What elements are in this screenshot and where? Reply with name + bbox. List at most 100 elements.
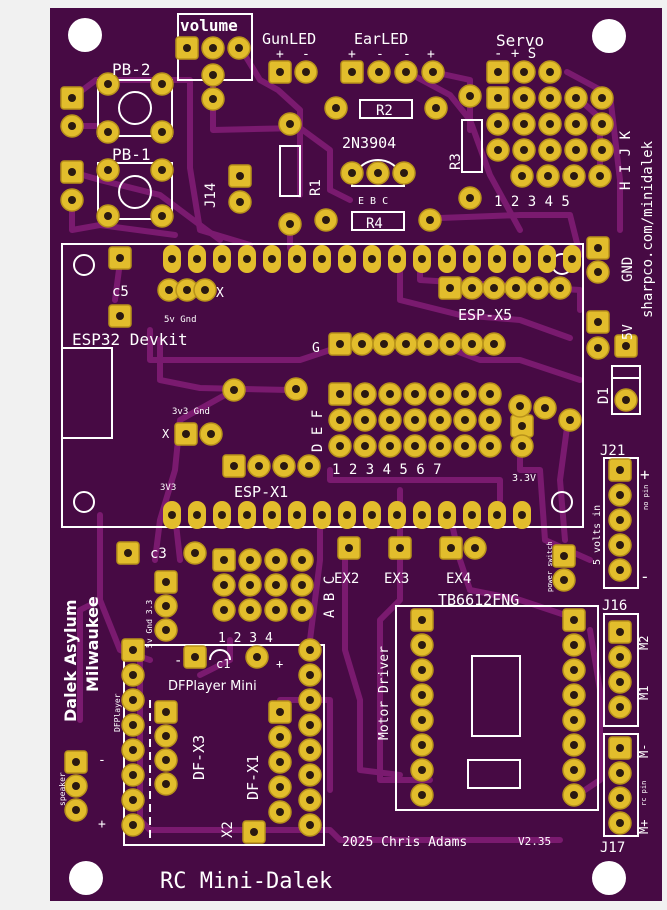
pad-hole — [158, 212, 166, 220]
def-header-pad — [328, 434, 352, 458]
via — [533, 396, 557, 420]
label-no-pin: no pin — [642, 485, 650, 510]
pad-hole — [443, 511, 451, 519]
volume-pad — [227, 36, 251, 60]
j16-pad — [608, 670, 632, 694]
pad-hole — [493, 255, 501, 263]
pad-hole — [68, 168, 76, 176]
via — [222, 378, 246, 402]
g-header-pad — [438, 332, 462, 356]
label-c1: c1 — [216, 657, 230, 671]
pad-hole — [432, 104, 440, 112]
pad-hole — [560, 552, 568, 560]
esp32-bottom-pin — [313, 501, 331, 529]
pad-hole — [426, 216, 434, 224]
pb1-outline — [97, 162, 173, 220]
j16-pad — [608, 620, 632, 644]
gnd-pad — [586, 260, 610, 284]
label-dalek-asylum: Dalek Asylum — [61, 599, 80, 722]
pad-hole — [358, 340, 366, 348]
g-header-pad — [416, 332, 440, 356]
pb2-pad — [96, 72, 120, 96]
servo-pad — [590, 86, 614, 110]
pad-hole — [486, 442, 494, 450]
pad-hole — [276, 733, 284, 741]
c1-pad — [183, 645, 207, 669]
pad-hole — [336, 390, 344, 398]
pad-hole — [306, 646, 314, 654]
label-j16: J16 — [602, 598, 627, 614]
speaker-pad — [64, 798, 88, 822]
pad-hole — [402, 68, 410, 76]
esp-x5-pad — [548, 276, 572, 300]
r1-body — [279, 145, 301, 197]
abc-header-pad — [264, 598, 288, 622]
def-header-pad — [353, 434, 377, 458]
pad-hole — [182, 430, 190, 438]
servo-pad — [486, 86, 510, 110]
abc-header-pad — [290, 548, 314, 572]
pad-hole — [566, 416, 574, 424]
tb6612-right-pad — [562, 658, 586, 682]
pad-hole — [570, 172, 578, 180]
tb6612-right-pad — [562, 758, 586, 782]
pad-hole — [253, 653, 261, 661]
label-c3: c3 — [150, 546, 167, 562]
label-power-switch: power switch — [546, 541, 554, 592]
esp32-top-pin — [438, 245, 456, 273]
pad-hole — [209, 71, 217, 79]
pad-hole — [343, 511, 351, 519]
pb1-pad — [60, 160, 84, 184]
r4-pad — [314, 208, 338, 232]
def-header-pad — [378, 434, 402, 458]
esp32-bottom-pin — [463, 501, 481, 529]
abc-header-pad — [238, 573, 262, 597]
j16-outline — [603, 613, 639, 727]
label-ex2: EX2 — [334, 571, 359, 587]
pad-hole — [235, 44, 243, 52]
pad-hole — [436, 442, 444, 450]
label-m2: M2 — [637, 636, 651, 650]
pad-hole — [424, 340, 432, 348]
servo-pad — [486, 138, 510, 162]
pad-hole — [220, 606, 228, 614]
speaker-pad — [64, 750, 88, 774]
esp32-top-pin — [463, 245, 481, 273]
def-header-pad — [378, 382, 402, 406]
label-version: V2.35 — [518, 835, 551, 848]
pad-hole — [616, 466, 624, 474]
pad-hole — [570, 616, 578, 624]
servo-pad — [512, 112, 536, 136]
pad-hole — [616, 653, 624, 661]
pad-hole — [302, 68, 310, 76]
j17-pad — [608, 736, 632, 760]
r4-body — [351, 211, 405, 231]
dfplayer-left-pad — [121, 738, 145, 762]
pad-hole — [361, 442, 369, 450]
label-j21: J21 — [600, 443, 625, 459]
df-x1-pad — [268, 725, 292, 749]
pad-hole — [336, 442, 344, 450]
tb6612-left-pad — [410, 783, 434, 807]
gnd-pad — [586, 236, 610, 260]
pad-hole — [546, 94, 554, 102]
label-servo-nums: 1 2 3 4 5 — [494, 194, 570, 210]
vin-pad — [586, 336, 610, 360]
j21-pad — [608, 533, 632, 557]
esp32-bottom-pin — [513, 501, 531, 529]
esp-x1-pad — [297, 454, 321, 478]
df-x3-pad — [154, 724, 178, 748]
r1-pad — [278, 212, 302, 236]
label-earled: EarLED — [354, 30, 408, 48]
x-left-pad — [154, 594, 178, 618]
label-5v-gnd: 5v Gnd — [164, 315, 197, 325]
servo-pad — [512, 138, 536, 162]
pad-hole — [209, 95, 217, 103]
pad-hole — [616, 794, 624, 802]
pad-hole — [191, 653, 199, 661]
pad-hole — [543, 255, 551, 263]
volume-pad — [201, 63, 225, 87]
pb1-pad — [60, 188, 84, 212]
pad-hole — [246, 581, 254, 589]
pad-hole — [276, 708, 284, 716]
